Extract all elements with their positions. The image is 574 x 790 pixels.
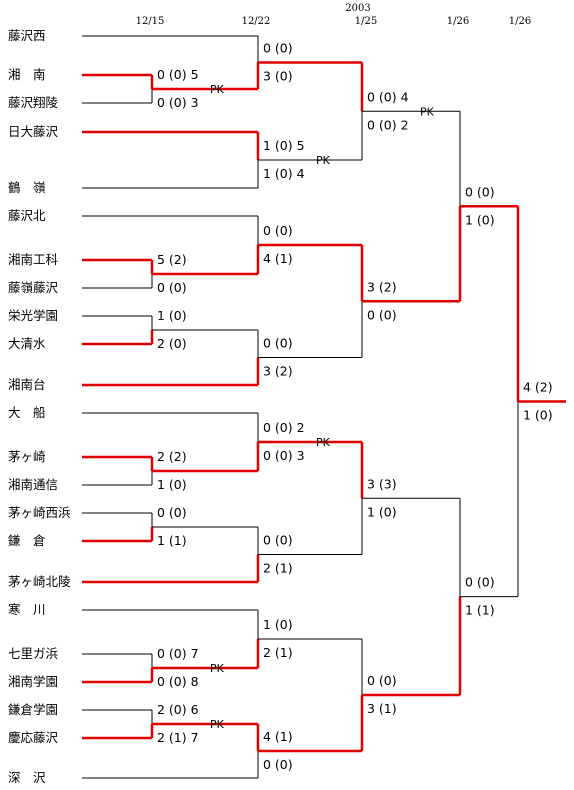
score-top: 0 (0) (263, 336, 293, 351)
score-bottom: 1 (0) (465, 212, 495, 227)
score-bottom: 0 (0) (157, 280, 187, 295)
team-name: 鎌倉学園 (8, 702, 58, 717)
score-top: 0 (0) (367, 673, 397, 688)
score-top: 0 (0) (157, 505, 187, 520)
pk-label: PK (210, 718, 225, 731)
score-top: 1 (0) (263, 617, 293, 632)
score-bottom: 1 (1) (465, 603, 495, 618)
score-bottom: 0 (0) 8 (157, 674, 199, 689)
score-top: 1 (0) (157, 308, 187, 323)
score-top: 2 (2) (157, 449, 187, 464)
score-top: 0 (0) 4 (367, 89, 409, 104)
score-top: 4 (2) (523, 379, 553, 394)
date-final: 1/26 (509, 16, 531, 27)
score-top: 0 (0) (263, 41, 293, 56)
score-bottom: 1 (0) 4 (263, 166, 305, 181)
score-bottom: 3 (0) (263, 69, 293, 84)
score-top: 5 (2) (157, 252, 187, 267)
score-bottom: 0 (0) 3 (157, 95, 199, 110)
team-name: 深 沢 (8, 770, 46, 785)
score-bottom: 0 (0) (263, 757, 293, 772)
team-name: 鎌 倉 (8, 533, 46, 548)
score-bottom: 2 (1) (263, 645, 293, 660)
score-top: 0 (0) (465, 184, 495, 199)
round-dates: 2003 12/15 12/22 1/25 1/26 1/26 (136, 3, 532, 27)
team-name: 湘 南 (8, 67, 46, 82)
score-top: 3 (2) (367, 279, 397, 294)
team-name: 湘南学園 (8, 674, 58, 689)
score-top: 0 (0) 7 (157, 646, 199, 661)
score-bottom: 2 (0) (157, 336, 187, 351)
score-bottom: 2 (1) 7 (157, 730, 199, 745)
team-name: 寒 川 (8, 602, 46, 617)
pk-label: PK (316, 154, 331, 167)
team-name: 藤沢翔陵 (8, 95, 59, 110)
score-top: 0 (0) (465, 575, 495, 590)
team-name: 大清水 (8, 336, 46, 351)
team-name: 茅ヶ崎 (8, 449, 46, 464)
date-round-3: 1/25 (355, 16, 377, 27)
score-top: 0 (0) (263, 533, 293, 548)
score-top: 0 (0) 5 (157, 67, 199, 82)
score-bottom: 1 (0) (523, 407, 553, 422)
pk-label: PK (420, 105, 435, 118)
date-round-2: 12/22 (242, 16, 271, 27)
score-top: 2 (0) 6 (157, 702, 199, 717)
team-name: 鶴 嶺 (8, 180, 46, 195)
score-top: 4 (1) (263, 729, 293, 744)
score-bottom: 0 (0) (367, 307, 397, 322)
team-name: 藤沢西 (8, 28, 46, 43)
score-bottom: 3 (2) (263, 364, 293, 379)
team-name: 栄光学園 (8, 308, 58, 323)
team-name: 七里ガ浜 (8, 646, 58, 661)
team-name: 大 船 (8, 405, 46, 420)
date-round-4: 1/26 (447, 16, 469, 27)
team-name: 藤嶺藤沢 (8, 280, 59, 295)
score-bottom: 3 (1) (367, 701, 397, 716)
team-name: 藤沢北 (8, 208, 46, 223)
score-top: 0 (0) 2 (263, 420, 305, 435)
score-bottom: 0 (0) 3 (263, 448, 305, 463)
date-round-1: 12/15 (136, 16, 165, 27)
team-name: 湘南工科 (8, 252, 59, 267)
team-name: 湘南台 (8, 377, 46, 392)
score-top: 1 (0) 5 (263, 138, 305, 153)
score-bottom: 2 (1) (263, 561, 293, 576)
team-name: 茅ヶ崎西浜 (8, 505, 71, 520)
bracket-lines (82, 35, 566, 779)
team-name: 湘南通信 (8, 477, 58, 492)
team-name: 茅ヶ崎北陵 (8, 574, 71, 589)
pk-label: PK (316, 436, 331, 449)
match-scores: 0 (0) 5 0 (0) 3 PK 5 (2) 0 (0) 1 (0) 2 (0) 2 (2… (157, 41, 553, 773)
team-name: 日大藤沢 (8, 124, 59, 139)
pk-label: PK (210, 83, 225, 96)
score-top: 0 (0) (263, 223, 293, 238)
score-top: 3 (3) (367, 476, 397, 491)
pk-label: PK (210, 662, 225, 675)
score-bottom: 0 (0) 2 (367, 117, 409, 132)
year-label: 2003 (345, 3, 370, 14)
score-bottom: 1 (1) (157, 533, 187, 548)
score-bottom: 4 (1) (263, 251, 293, 266)
score-bottom: 1 (0) (367, 504, 397, 519)
score-bottom: 1 (0) (157, 477, 187, 492)
team-name: 慶応藤沢 (8, 730, 59, 745)
